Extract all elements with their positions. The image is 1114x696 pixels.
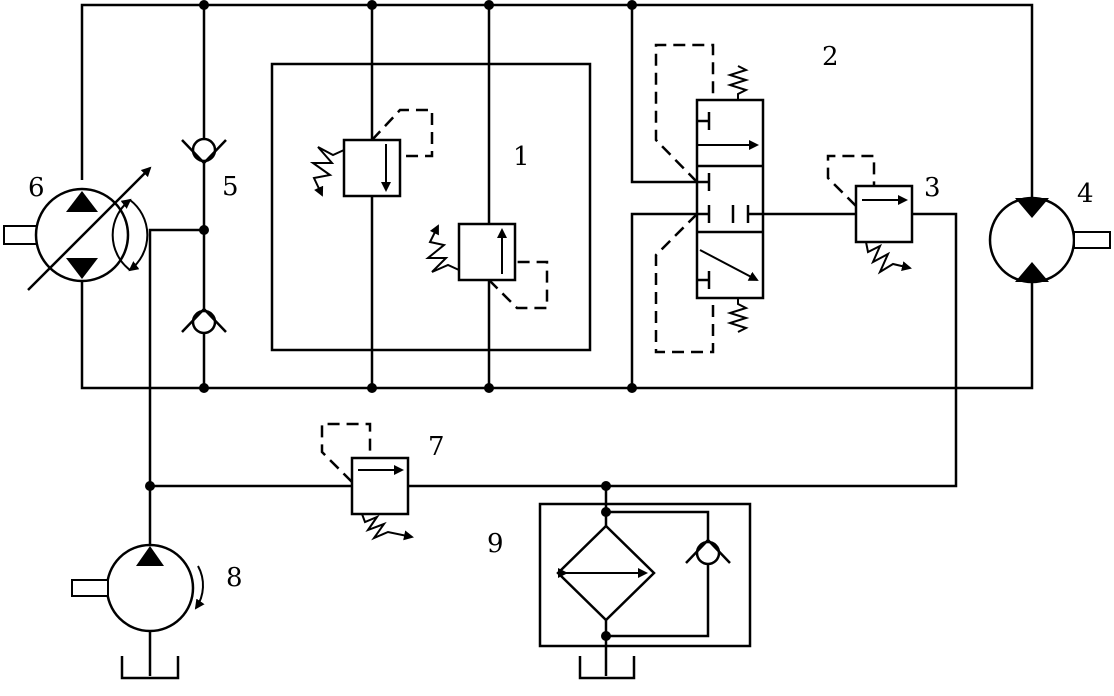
low-pressure-relief-valve-7 bbox=[150, 422, 606, 541]
pressure-valve-3-label: 3 bbox=[924, 173, 941, 203]
main-loop-pipes bbox=[80, 3, 1034, 390]
junction-dots bbox=[145, 0, 637, 491]
check-valves-label: 5 bbox=[222, 172, 239, 202]
charge-pump-label: 8 bbox=[226, 563, 243, 593]
pump-label: 6 bbox=[28, 173, 45, 203]
relief-valves-label: 1 bbox=[513, 142, 530, 172]
bidirectional-variable-pump bbox=[3, 166, 152, 291]
cooler-block bbox=[538, 486, 752, 680]
relief-valve-block bbox=[270, 5, 592, 388]
low-pressure-relief-valve-3 bbox=[606, 154, 958, 488]
cooler-label: 9 bbox=[487, 529, 504, 559]
charge-pump bbox=[71, 486, 205, 680]
check-valve-pair bbox=[148, 5, 227, 486]
hydraulic-motor bbox=[988, 196, 1111, 284]
directional-valve bbox=[630, 5, 856, 388]
directional-valve-label: 2 bbox=[822, 42, 839, 72]
motor-label: 4 bbox=[1077, 179, 1094, 209]
pressure-valve-7-label: 7 bbox=[428, 432, 445, 462]
